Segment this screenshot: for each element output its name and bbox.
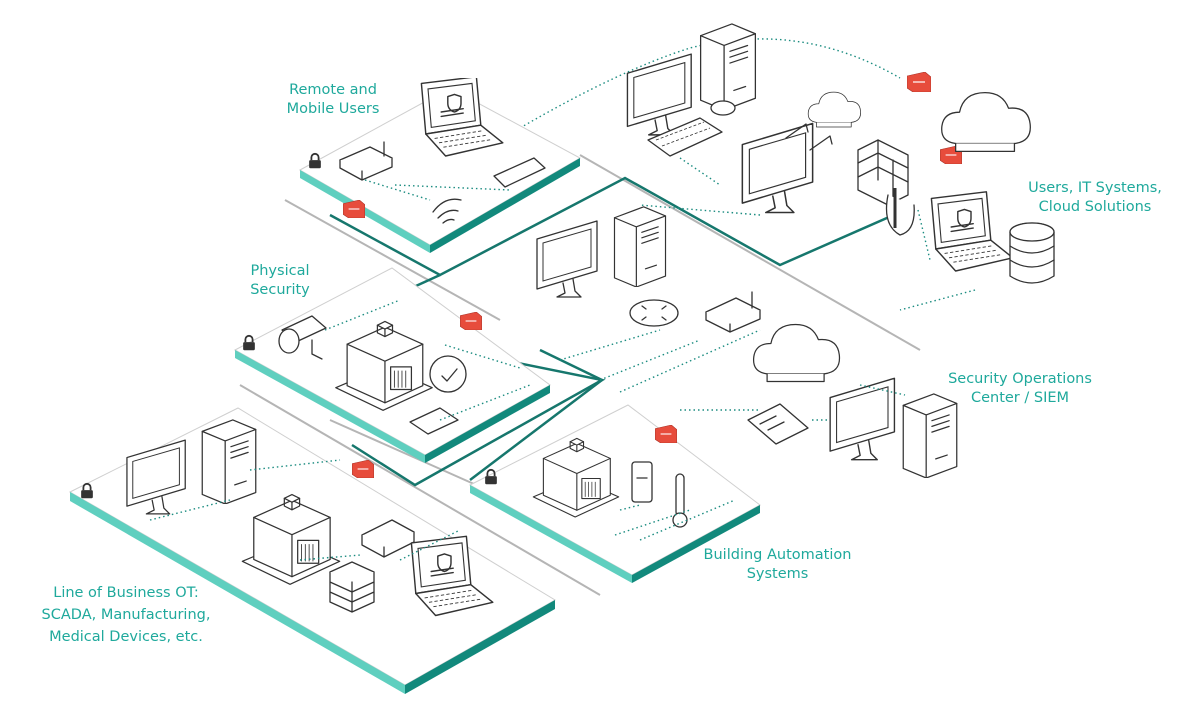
keyboard-icon — [647, 117, 723, 157]
switch-icon — [629, 299, 679, 327]
monitor-icon — [536, 220, 598, 298]
zone-label-line: Users, IT Systems, — [1028, 180, 1162, 196]
database-icon — [1009, 222, 1055, 284]
security-camera-icon — [278, 315, 327, 360]
monitor-icon — [741, 122, 814, 214]
zone-label-line: Mobile Users — [286, 101, 380, 117]
zone-label-line: Line of Business OT: — [53, 585, 199, 601]
cloud-icon — [940, 91, 1032, 153]
router-icon — [705, 291, 761, 333]
cloud-icon — [807, 91, 862, 128]
lock-icon — [484, 468, 498, 486]
zone-label-line: Remote and — [289, 82, 377, 98]
switch-icon — [361, 519, 415, 558]
enclave-gateway-icon[interactable] — [352, 460, 374, 478]
computer-tower-icon — [613, 206, 667, 287]
cloud-icon — [752, 323, 841, 383]
lob-devices — [126, 419, 494, 617]
zone-label-users-it: Users, IT Systems, Cloud Solutions — [1020, 179, 1170, 217]
zone-label-line: Medical Devices, etc. — [49, 629, 203, 645]
enclave-gateway-icon[interactable] — [460, 312, 482, 330]
zone-label-building: Building Automation Systems — [695, 546, 860, 584]
thermometer-icon — [672, 473, 688, 528]
zone-label-physical: Physical Security — [240, 262, 320, 300]
firewall-icon — [857, 139, 915, 236]
users-it-devices — [626, 23, 1055, 311]
tablet-icon — [409, 407, 459, 435]
zone-label-line: Cloud Solutions — [1038, 199, 1152, 215]
enclave-gateway-icon[interactable] — [655, 425, 677, 443]
zone-label-remote: Remote and Mobile Users — [283, 81, 383, 119]
zone-label-lob: Line of Business OT: SCADA, Manufacturin… — [36, 582, 216, 648]
lock-icon — [242, 334, 256, 352]
zone-label-line: SCADA, Manufacturing, — [41, 607, 211, 623]
zone-label-soc: Security Operations Center / SIEM — [940, 370, 1100, 408]
platform-remote — [298, 87, 582, 253]
transfer-arrows-icon — [785, 123, 833, 151]
core-devices — [536, 206, 841, 445]
wifi-icon — [432, 198, 462, 224]
clock-icon — [429, 355, 467, 393]
tablet-icon — [747, 403, 809, 445]
zone-label-line: Building Automation — [703, 547, 852, 563]
computer-tower-icon — [201, 419, 257, 504]
monitor-icon — [829, 377, 896, 461]
thermostat-icon — [631, 461, 653, 503]
zone-label-line: Systems — [746, 566, 809, 582]
computer-tower-icon — [699, 23, 757, 110]
platform-building — [468, 404, 761, 583]
server-rack-icon — [329, 561, 375, 613]
router-icon — [339, 141, 393, 181]
zone-label-line: Security Operations — [948, 371, 1092, 387]
building-automation-devices — [532, 437, 736, 541]
soc-devices — [812, 377, 958, 478]
physical-devices — [278, 299, 531, 435]
enclave-gateway-icon[interactable] — [343, 200, 365, 218]
zone-label-line: Center / SIEM — [970, 390, 1070, 406]
zone-label-line: Physical — [250, 263, 310, 279]
remote-devices — [339, 78, 546, 224]
lock-icon — [308, 152, 322, 170]
mouse-icon — [710, 100, 736, 116]
monitor-icon — [626, 53, 692, 136]
smartphone-icon — [493, 157, 546, 188]
laptop-icon — [930, 190, 1014, 272]
zone-label-line: Security — [250, 282, 310, 298]
enclave-gateway-icon[interactable] — [907, 72, 931, 92]
